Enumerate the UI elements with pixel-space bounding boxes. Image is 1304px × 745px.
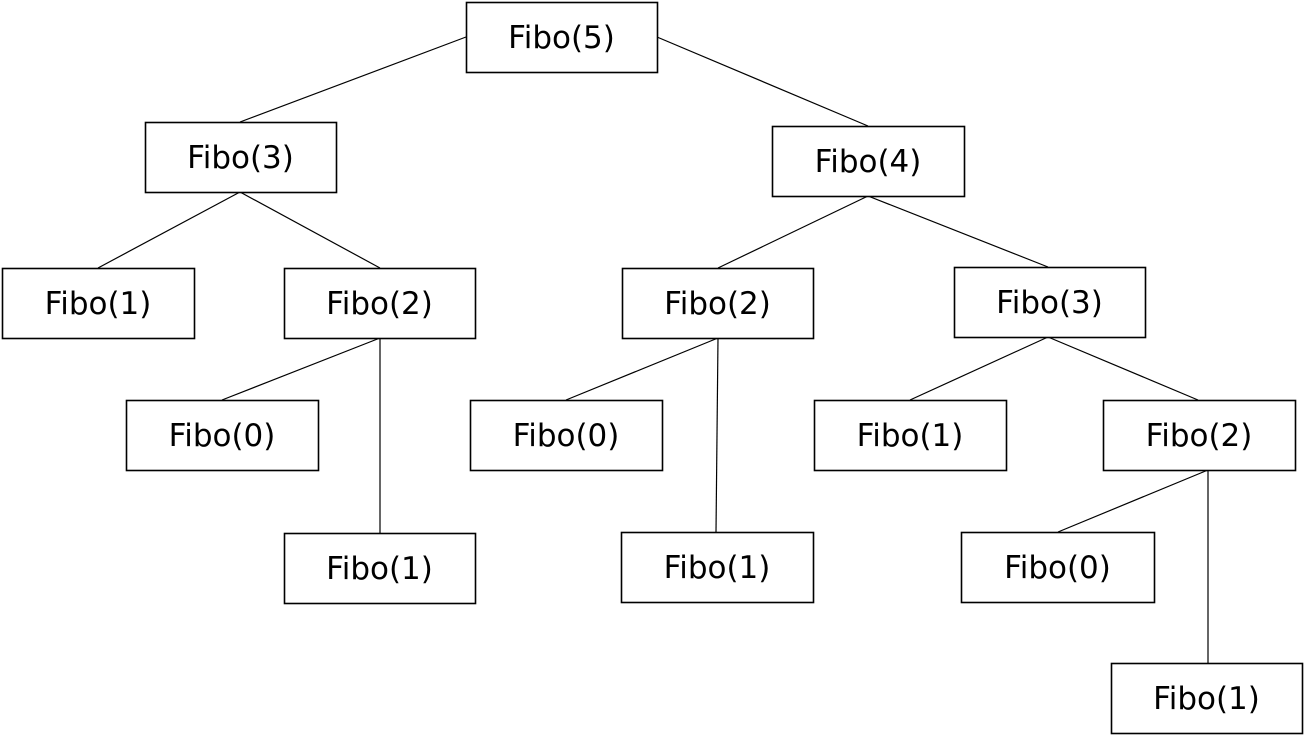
node-label: Fibo(2) — [1146, 418, 1253, 454]
tree-node-n4: Fibo(4) — [771, 125, 966, 198]
tree-node-n5: Fibo(5) — [465, 1, 659, 74]
node-label: Fibo(0) — [1004, 550, 1111, 586]
node-label: Fibo(0) — [169, 418, 276, 454]
tree-node-n3a: Fibo(3) — [144, 121, 338, 194]
tree-node-n2c: Fibo(2) — [1102, 399, 1297, 472]
tree-node-n1d: Fibo(1) — [620, 531, 815, 604]
edge-n3b-n1c — [909, 336, 1049, 401]
edge-n5-n3a — [239, 36, 467, 123]
node-label: Fibo(1) — [1153, 681, 1260, 717]
node-box — [1, 267, 196, 340]
node-label: Fibo(1) — [45, 286, 152, 322]
edges-layer — [97, 36, 1209, 663]
edge-n3a-n2a — [239, 191, 381, 269]
node-box — [813, 399, 1008, 472]
node-box — [469, 399, 664, 472]
node-box — [465, 1, 659, 74]
node-label: Fibo(1) — [664, 550, 771, 586]
node-box — [283, 532, 477, 605]
node-label: Fibo(4) — [815, 144, 922, 180]
node-box — [283, 267, 477, 340]
node-label: Fibo(3) — [187, 140, 294, 176]
tree-node-n2b: Fibo(2) — [621, 267, 815, 340]
tree-node-n1c: Fibo(1) — [813, 399, 1008, 472]
node-label: Fibo(5) — [508, 20, 615, 56]
node-label: Fibo(3) — [996, 285, 1103, 321]
node-label: Fibo(1) — [857, 418, 964, 454]
tree-node-n2a: Fibo(2) — [283, 267, 477, 340]
node-box — [1110, 662, 1304, 735]
tree-node-n3b: Fibo(3) — [953, 266, 1147, 339]
edge-n4-n2b — [717, 195, 869, 269]
node-box — [125, 399, 320, 472]
node-label: Fibo(2) — [664, 286, 771, 322]
tree-node-n0c: Fibo(0) — [960, 531, 1156, 604]
edge-n2b-n1d — [715, 337, 719, 533]
node-box — [144, 121, 338, 194]
node-box — [621, 267, 815, 340]
edge-n3a-n1a — [97, 191, 241, 269]
edge-n3b-n2c — [1047, 336, 1199, 401]
node-box — [1102, 399, 1297, 472]
edge-n2c-n0c — [1057, 469, 1209, 533]
tree-node-n1b: Fibo(1) — [283, 532, 477, 605]
edge-n2a-n0a — [221, 337, 381, 401]
node-box — [953, 266, 1147, 339]
tree-node-n0b: Fibo(0) — [469, 399, 664, 472]
tree-node-n1e: Fibo(1) — [1110, 662, 1304, 735]
tree-node-n0a: Fibo(0) — [125, 399, 320, 472]
edge-n2b-n0b — [565, 337, 719, 401]
tree-node-n1a: Fibo(1) — [1, 267, 196, 340]
node-label: Fibo(1) — [326, 551, 433, 587]
edge-n5-n4 — [656, 36, 869, 127]
edge-n4-n3b — [867, 195, 1049, 268]
node-box — [771, 125, 966, 198]
node-label: Fibo(0) — [513, 418, 620, 454]
node-label: Fibo(2) — [326, 286, 433, 322]
node-box — [620, 531, 815, 604]
node-box — [960, 531, 1156, 604]
